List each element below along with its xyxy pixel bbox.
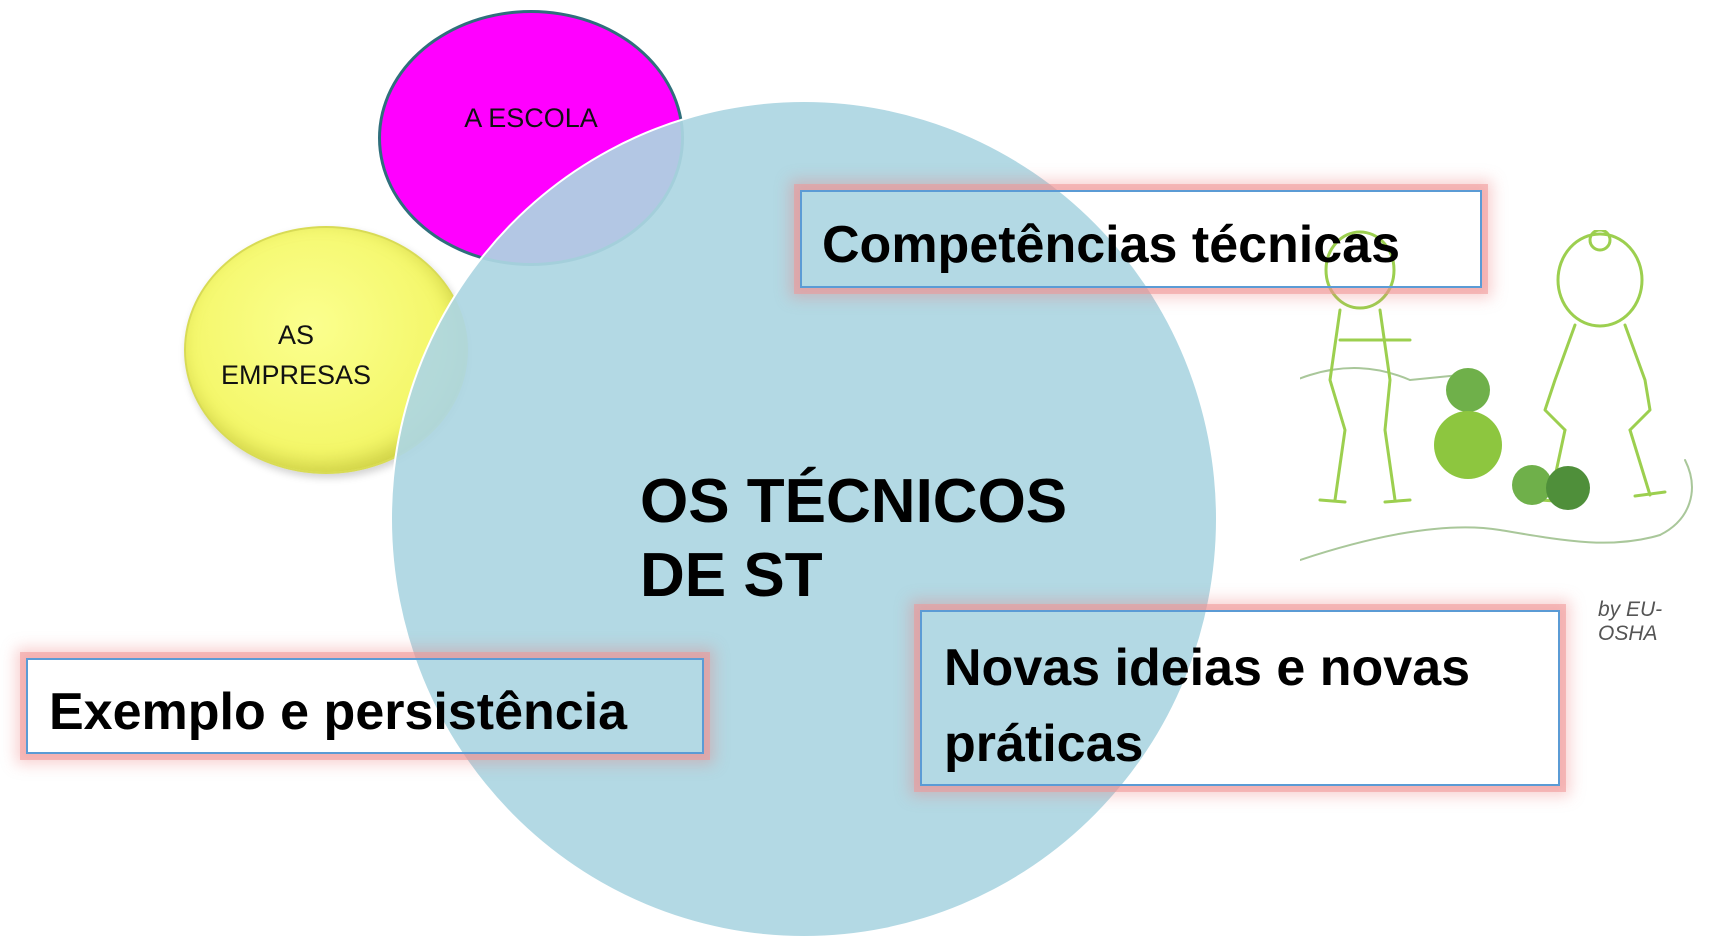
escola-label: A ESCOLA xyxy=(464,103,598,133)
empresas-label: AS EMPRESAS xyxy=(220,320,372,390)
center-title: OS TÉCNICOS DE ST xyxy=(640,467,1068,610)
novas-label: Novas ideias e novas práticas xyxy=(944,639,1471,773)
exemplo-box: Exemplo e persistência xyxy=(26,658,704,754)
illustration-credit: by EU-OSHA xyxy=(1598,598,1663,645)
exemplo-label: Exemplo e persistência xyxy=(49,683,628,741)
competencias-label: Competências técnicas xyxy=(822,216,1401,274)
novas-box: Novas ideias e novas práticas xyxy=(920,610,1560,786)
competencias-box: Competências técnicas xyxy=(800,190,1482,288)
eu-osha-illustration xyxy=(1300,230,1693,561)
main-circle xyxy=(390,100,1218,938)
